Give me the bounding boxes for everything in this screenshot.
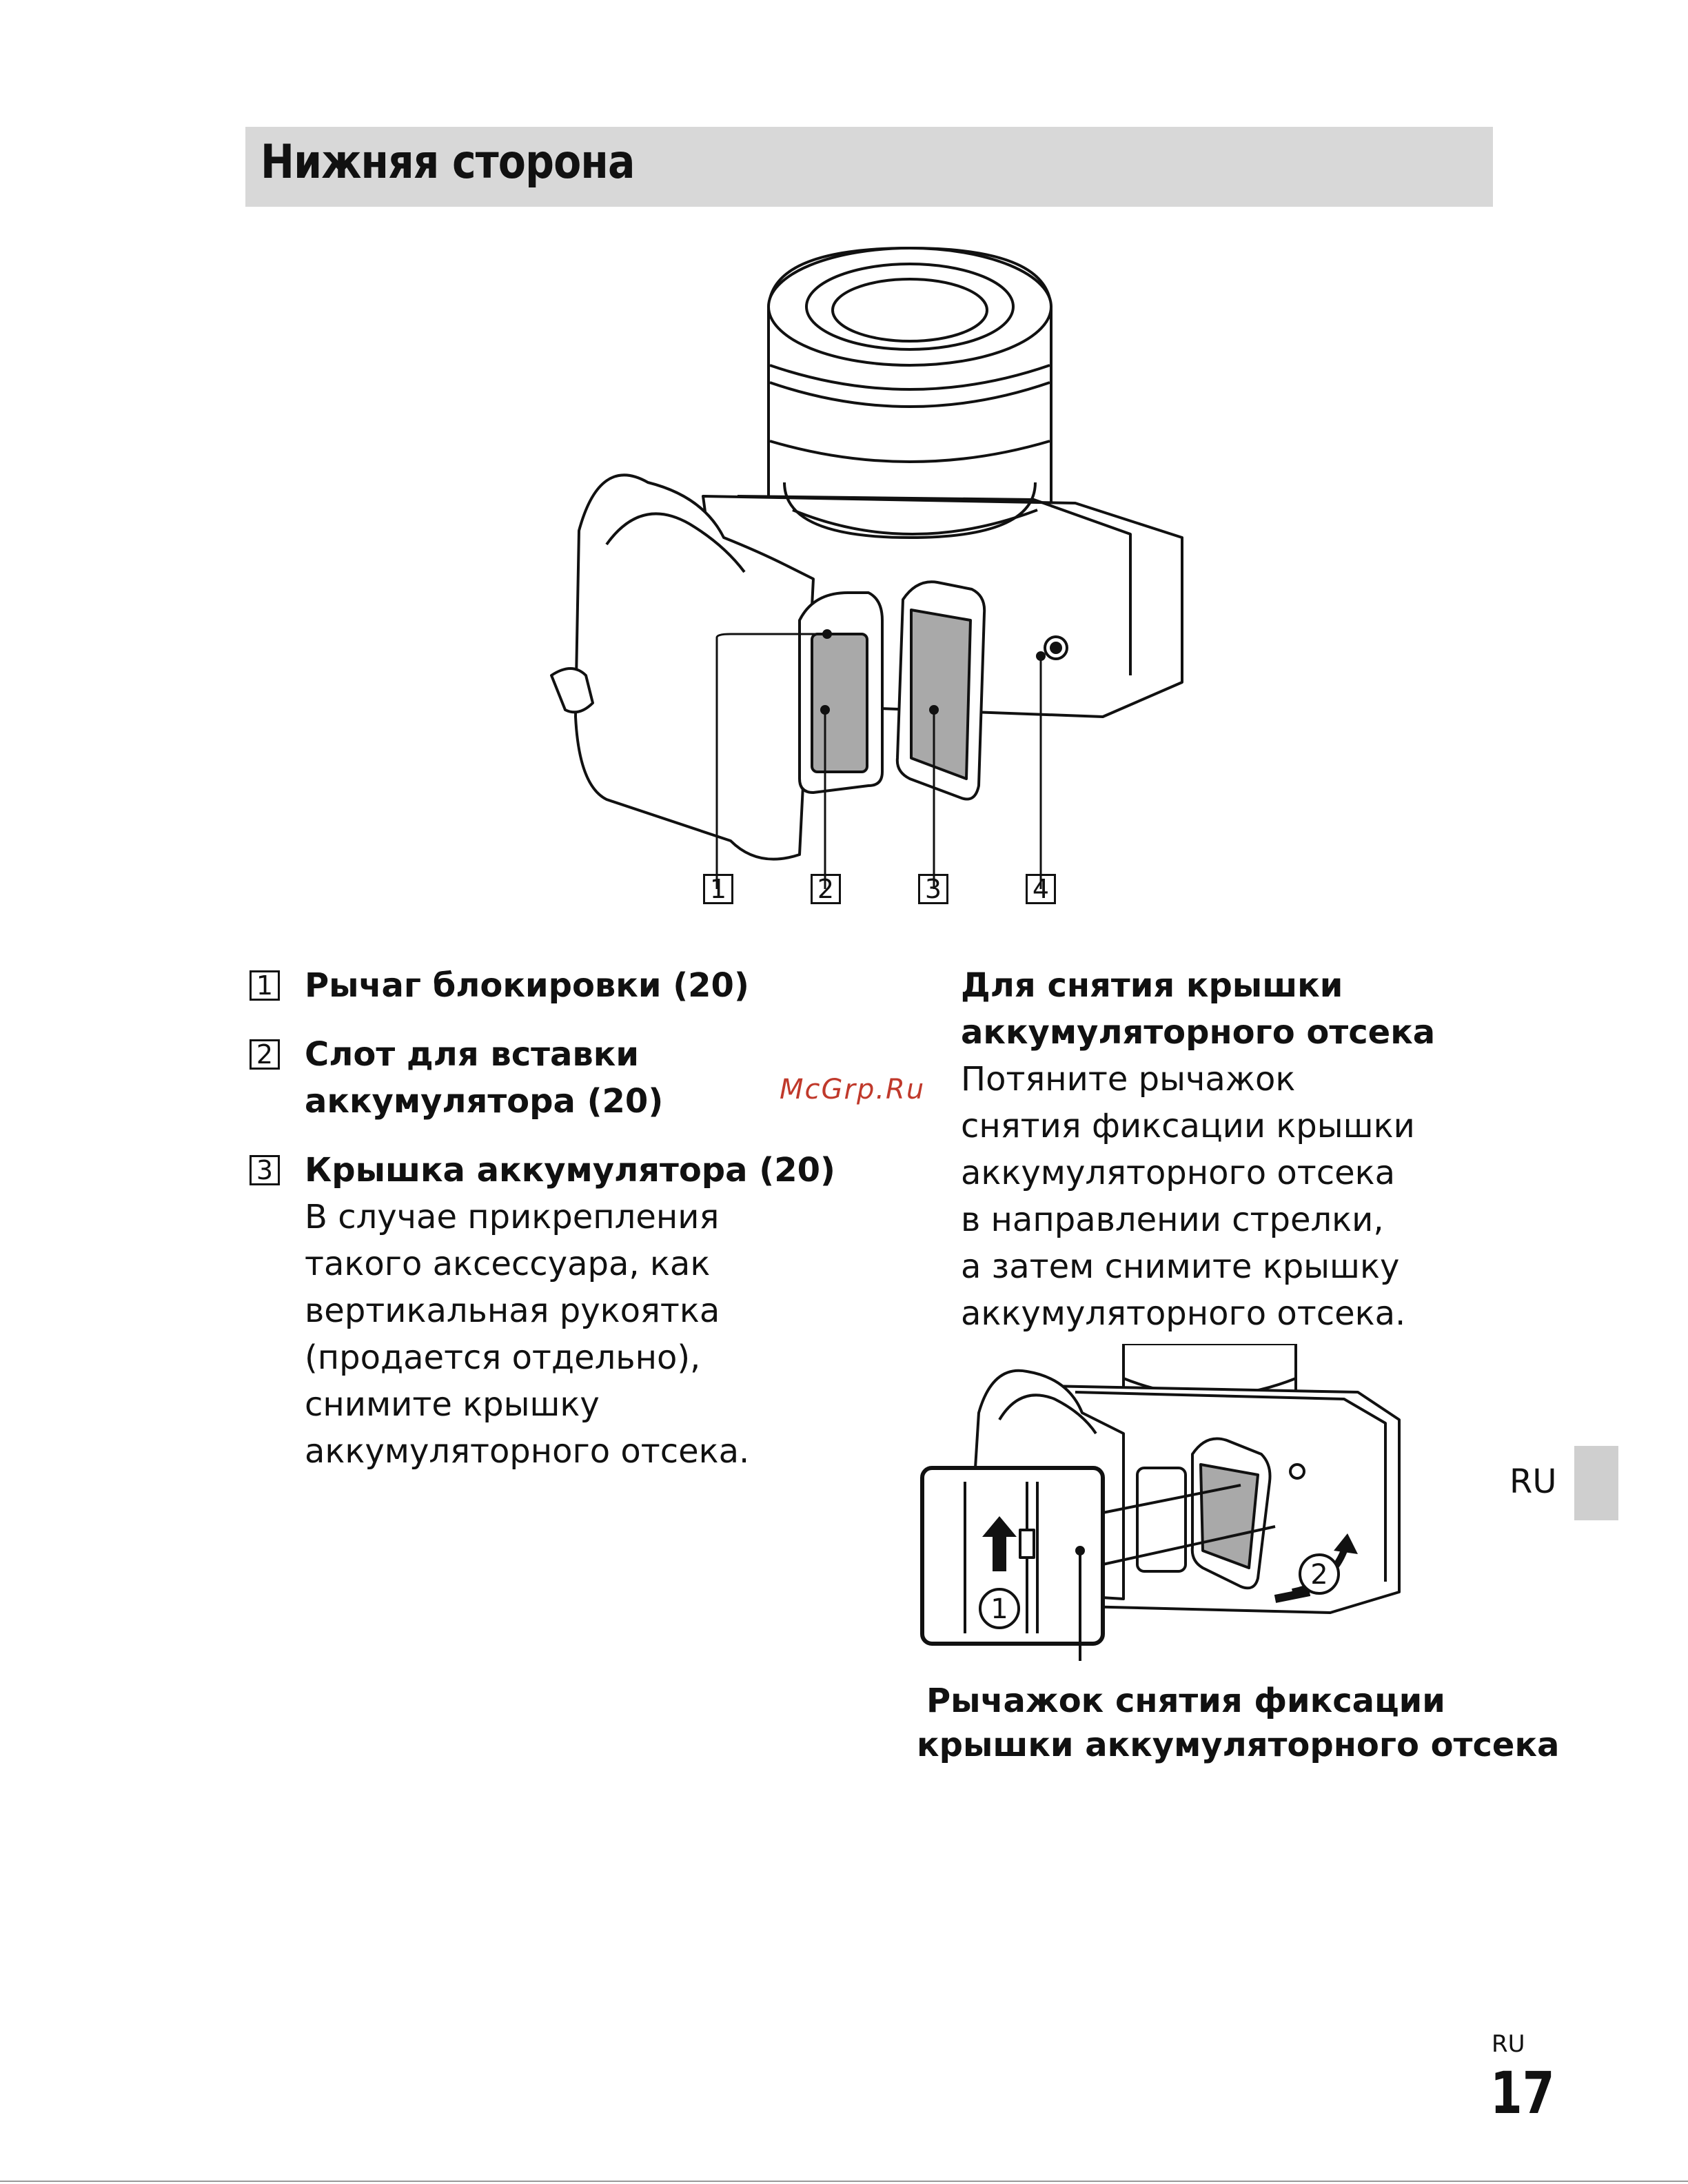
item-3-desc-line: такого аксессуара, как	[305, 1245, 711, 1283]
page-bottom-edge	[0, 2181, 1688, 2182]
lever-caption-line2: крышки аккумуляторного отсека	[917, 1726, 1560, 1764]
item-number-2: 2	[250, 1039, 280, 1070]
item-number-1: 1	[250, 970, 280, 1001]
callout-3: 3	[918, 874, 948, 904]
camera-bottom-illustration	[550, 247, 1183, 889]
right-body-line: в направлении стрелки,	[961, 1201, 1384, 1239]
lever-caption-line1: Рычажок снятия фиксации	[926, 1682, 1445, 1720]
battery-cover-removal-illustration: 1 2	[920, 1344, 1401, 1661]
item-title-2-line1: Слот для вставки	[305, 1035, 639, 1074]
item-title-3: Крышка аккумулятора (20)	[305, 1151, 835, 1190]
callout-1: 1	[703, 874, 733, 904]
section-title: Нижняя сторона	[261, 135, 635, 190]
section-header-bar	[245, 127, 1493, 207]
item-3-desc-line: (продается отдельно),	[305, 1338, 701, 1377]
item-3-desc-line: вертикальная рукоятка	[305, 1292, 720, 1330]
right-body-line: Потяните рычажок	[961, 1060, 1296, 1099]
right-body-line: снятия фиксации крышки	[961, 1107, 1415, 1145]
right-heading-line2: аккумуляторного отсека	[961, 1013, 1436, 1052]
callout-2: 2	[811, 874, 841, 904]
side-tab-language-label: RU	[1509, 1462, 1557, 1501]
item-number-3: 3	[250, 1155, 280, 1185]
footer-language-label: RU	[1492, 2030, 1525, 2058]
step-1-label: 1	[990, 1593, 1008, 1625]
item-3-desc-line: В случае прикрепления	[305, 1198, 720, 1236]
right-body-line: аккумуляторного отсека	[961, 1154, 1396, 1192]
language-side-tab	[1574, 1446, 1618, 1520]
callout-4: 4	[1026, 874, 1056, 904]
item-3-desc-line: снимите крышку	[305, 1385, 600, 1424]
item-3-desc-line: аккумуляторного отсека.	[305, 1432, 750, 1471]
right-heading-line1: Для снятия крышки	[961, 966, 1343, 1005]
item-title-1: Рычаг блокировки (20)	[305, 966, 749, 1005]
watermark: McGrp.Ru	[780, 1074, 926, 1105]
page-number: 17	[1490, 2059, 1555, 2127]
step-2-label: 2	[1310, 1559, 1328, 1591]
right-body-line: а затем снимите крышку	[961, 1247, 1400, 1286]
item-title-2-line2: аккумулятора (20)	[305, 1082, 664, 1121]
right-body-line: аккумуляторного отсека.	[961, 1294, 1406, 1333]
